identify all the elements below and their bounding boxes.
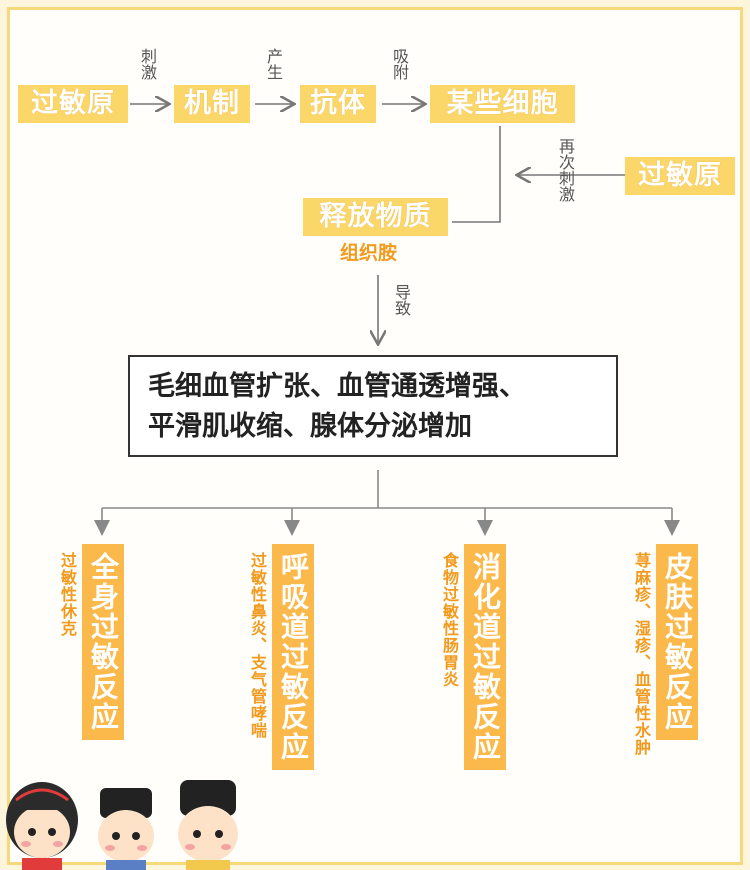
effects-box: 毛细血管扩张、血管通透增强、 平滑肌收缩、腺体分泌增加 [128, 355, 618, 457]
node-cells: 某些细胞 [430, 85, 575, 123]
label-lead-to: 导致 [392, 284, 411, 316]
effects-line1: 毛细血管扩张、血管通透增强、 [148, 371, 526, 402]
note-digestive: 食物过敏性肠胃炎 [440, 552, 459, 688]
label-produce: 产生 [264, 48, 283, 80]
label-stimulate: 刺激 [138, 48, 157, 80]
sub-histamine: 组织胺 [340, 242, 398, 264]
reaction-respiratory: 呼吸道过敏反应 [272, 544, 314, 770]
connector-cell-release [452, 126, 501, 223]
note-respiratory: 过敏性鼻炎、支气管哮喘 [248, 552, 267, 739]
label-adsorb: 吸附 [390, 48, 409, 80]
node-release: 释放物质 [303, 198, 448, 236]
note-skin: 荨麻疹、湿疹、血管性水肿 [632, 552, 651, 756]
node-antibody: 抗体 [300, 85, 376, 123]
reaction-digestive: 消化道过敏反应 [464, 544, 506, 770]
note-systemic: 过敏性休克 [58, 552, 77, 637]
cartoon-characters [6, 780, 238, 870]
node-allergen: 过敏原 [18, 85, 128, 123]
character-girl-icon [6, 782, 78, 870]
node-mechanism: 机制 [174, 85, 250, 123]
character-boy-icon [98, 788, 154, 870]
label-restimulate: 再次刺激 [556, 138, 575, 202]
reaction-systemic: 全身过敏反应 [82, 544, 124, 740]
effects-line2: 平滑肌收缩、腺体分泌增加 [148, 411, 472, 442]
node-allergen-again: 过敏原 [625, 157, 735, 195]
reaction-skin: 皮肤过敏反应 [656, 544, 698, 740]
character-official-icon [178, 780, 238, 870]
